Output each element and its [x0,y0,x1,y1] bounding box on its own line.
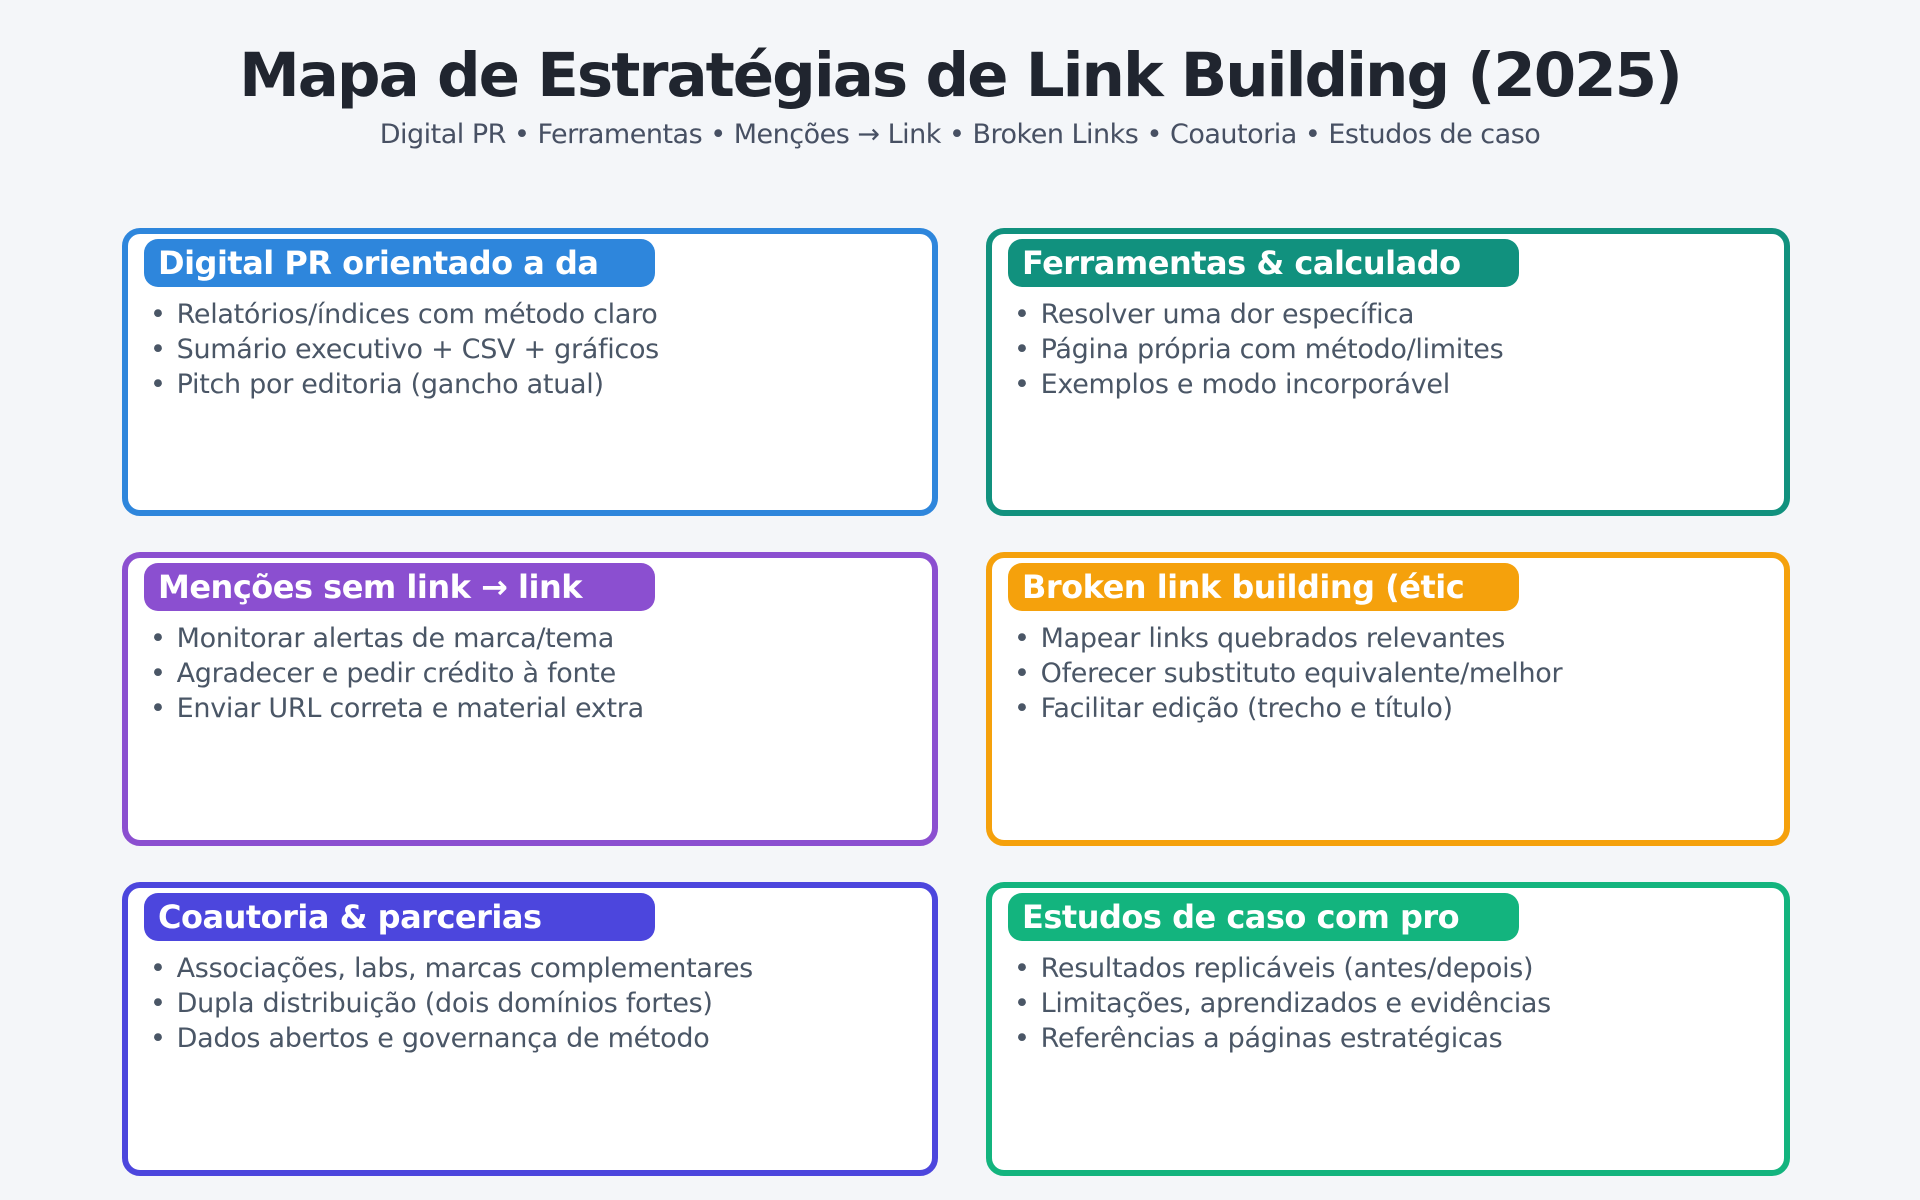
bullet-item: Limitações, aprendizados e evidências [1014,986,1768,1021]
bullet-item: Referências a páginas estratégicas [1014,1021,1768,1056]
page-title: Mapa de Estratégias de Link Building (20… [239,40,1683,111]
card-title-pill-broken-link: Broken link building (étic [1008,563,1519,611]
strategy-card-ferramentas: Ferramentas & calculado Resolver uma dor… [986,228,1790,516]
strategy-card-broken-link: Broken link building (étic Mapear links … [986,552,1790,846]
bullet-item: Mapear links quebrados relevantes [1014,621,1768,656]
strategy-card-coautoria: Coautoria & parcerias Associações, labs,… [122,882,938,1176]
bullet-item: Agradecer e pedir crédito à fonte [150,656,916,691]
bullet-item: Página própria com método/limites [1014,332,1768,367]
card-bullet-list: Resultados replicáveis (antes/depois) Li… [1008,951,1768,1056]
bullet-item: Resolver uma dor específica [1014,297,1768,332]
card-bullet-list: Resolver uma dor específica Página própr… [1008,297,1768,402]
bullet-item: Sumário executivo + CSV + gráficos [150,332,916,367]
card-bullet-list: Mapear links quebrados relevantes Oferec… [1008,621,1768,726]
bullet-item: Dados abertos e governança de método [150,1021,916,1056]
card-title-pill-coautoria: Coautoria & parcerias [144,893,655,941]
strategy-card-estudos: Estudos de caso com pro Resultados repli… [986,882,1790,1176]
bullet-item: Facilitar edição (trecho e título) [1014,691,1768,726]
card-bullet-list: Relatórios/índices com método claro Sumá… [144,297,916,402]
card-title-pill-mencoes: Menções sem link → link [144,563,655,611]
card-title-pill-digital-pr: Digital PR orientado a da [144,239,655,287]
bullet-item: Monitorar alertas de marca/tema [150,621,916,656]
strategy-grid: Digital PR orientado a da Relatórios/índ… [122,228,1790,1176]
bullet-item: Relatórios/índices com método claro [150,297,916,332]
card-title-pill-ferramentas: Ferramentas & calculado [1008,239,1519,287]
card-bullet-list: Associações, labs, marcas complementares… [144,951,916,1056]
bullet-item: Oferecer substituto equivalente/melhor [1014,656,1768,691]
strategy-card-mencoes: Menções sem link → link Monitorar alerta… [122,552,938,846]
bullet-item: Resultados replicáveis (antes/depois) [1014,951,1768,986]
strategy-card-digital-pr: Digital PR orientado a da Relatórios/índ… [122,228,938,516]
bullet-item: Pitch por editoria (gancho atual) [150,367,916,402]
card-title-pill-estudos: Estudos de caso com pro [1008,893,1519,941]
page-subtitle: Digital PR • Ferramentas • Menções → Lin… [379,119,1541,150]
bullet-item: Exemplos e modo incorporável [1014,367,1768,402]
bullet-item: Enviar URL correta e material extra [150,691,916,726]
bullet-item: Associações, labs, marcas complementares [150,951,916,986]
card-bullet-list: Monitorar alertas de marca/tema Agradece… [144,621,916,726]
bullet-item: Dupla distribuição (dois domínios fortes… [150,986,916,1021]
